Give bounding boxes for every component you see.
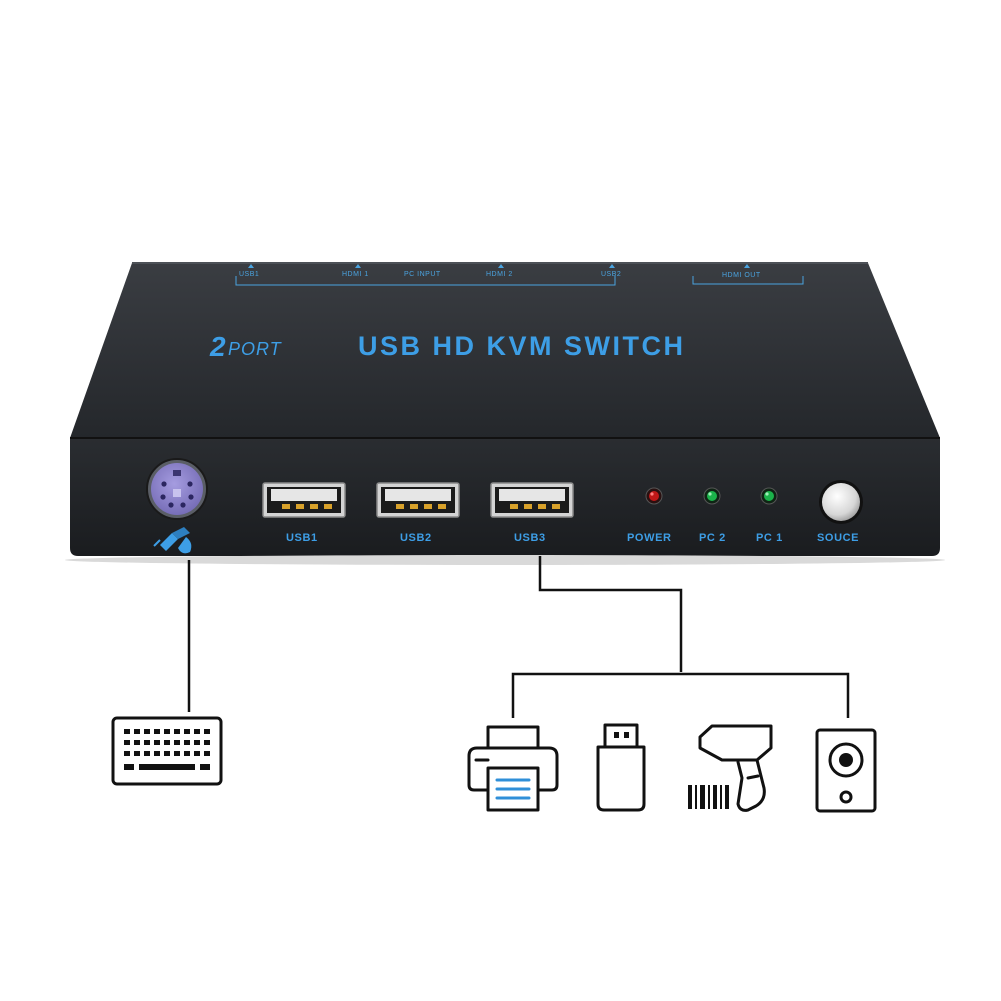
usb-port-2[interactable] [376,482,460,518]
ps2-key [173,470,181,476]
pc2-led-label: PC 2 [699,532,726,544]
usb3-label: USB3 [514,532,546,544]
ps2-pin [160,494,166,500]
usb-port-1[interactable] [262,482,346,518]
ps2-pin [180,502,186,508]
connection-lines [187,556,850,718]
output-bracket [692,276,804,285]
usb2-label: USB2 [400,532,432,544]
top-label-hdmi2: HDMI 2 [486,271,513,278]
top-label-pc-input: PC INPUT [404,271,441,278]
arrow-hdmi1 [355,264,361,268]
device-title: 2 PORT USB HD KVM SWITCH [209,331,686,362]
printer-icon [467,725,559,812]
source-button-label: SOUCE [817,532,859,544]
ps2-port [146,458,208,520]
ps2-pin [187,481,193,487]
title-port: PORT [228,339,283,359]
ps2-center [173,489,181,497]
kvm-device: USB1 HDMI 1 PC INPUT HDMI 2 USB2 HDMI OU… [65,262,945,565]
usb-port-3[interactable] [490,482,574,518]
top-label-usb1: USB1 [239,271,259,278]
pc1-led-label: PC 1 [756,532,783,544]
arrow-usb1 [248,264,254,268]
top-label-hdmi-out: HDMI OUT [722,272,761,279]
keyboard-icon [111,716,223,786]
usb3-wire [538,556,683,672]
power-led [645,487,663,505]
ps2-pin [168,502,174,508]
usb1-label: USB1 [286,532,318,544]
input-bracket [235,276,616,286]
speaker-icon [815,728,877,813]
power-led-label: POWER [627,532,672,544]
device-top-face [70,263,940,438]
pc1-led [760,487,778,505]
pc2-led [703,487,721,505]
title-number: 2 [209,331,226,362]
arrow-usb2 [609,264,615,268]
ps2-pin [188,494,194,500]
barcode-scanner-icon [688,724,773,812]
usb-drive-icon [596,723,646,812]
ps2-pin [161,481,167,487]
device-shadow [65,555,945,565]
ps2-keyboard-mouse-icon [153,527,192,554]
top-port-labels: USB1 HDMI 1 PC INPUT HDMI 2 USB2 HDMI OU… [235,264,804,286]
title-main: USB HD KVM SWITCH [358,331,686,361]
top-label-hdmi1: HDMI 1 [342,271,369,278]
arrow-hdmi2 [498,264,504,268]
arrow-hdmi-out [744,264,750,268]
top-label-usb2: USB2 [601,271,621,278]
peripheral-bus-wire [511,672,850,718]
source-button[interactable] [819,480,863,524]
